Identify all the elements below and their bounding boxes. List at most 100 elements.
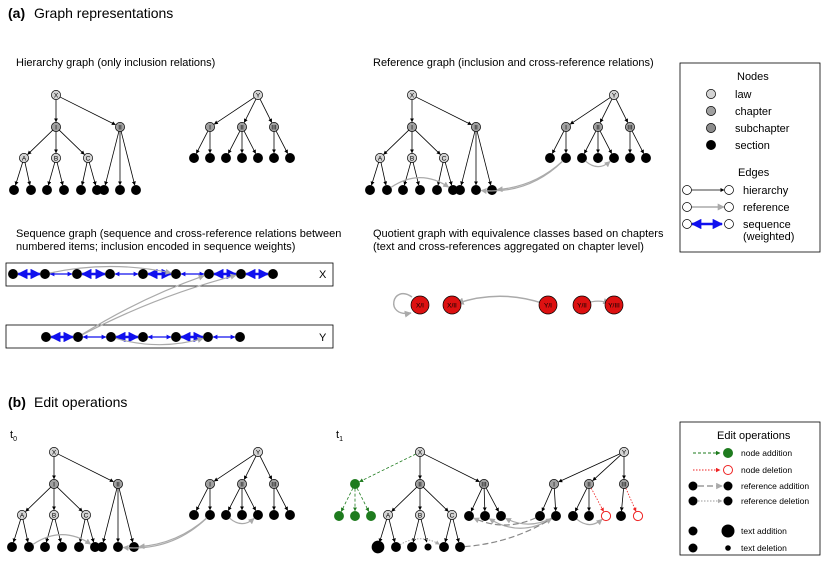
t1-edge-new-chapter-section [340,487,354,512]
seq-y-section-node [171,332,181,342]
hier-x-law-node-label: X [54,92,59,99]
ref-x-section-node-label: 3 [401,187,405,194]
t1-law-node [619,447,629,457]
seq-x-section-node [8,269,18,279]
ref-x-subchapter-node [439,153,449,163]
t0-y-section-node [269,510,279,520]
t1-edge-y-i [558,453,620,483]
hier-y-section-node-label: 5 [256,155,260,162]
legend-edit-label: node addition [741,448,792,458]
t1-label: t1 [336,429,343,443]
t0-y-edge-iii-7 [275,487,289,511]
ref-x-section-node-label: 7 [458,187,462,194]
seq-x-section-node-label: 8 [239,271,243,278]
seq-ref-y3-y6 [115,337,204,346]
hier-x-edge-b-4 [56,162,64,186]
t1-section-node-label: 1 [538,513,542,520]
ref-x-chapter-node [471,122,481,132]
t0-x-chapter-node [49,479,59,489]
ref-x-section-node [398,185,408,195]
t1-section-node-label: 12 [497,513,505,520]
hier-y-chapter-node-label: II [240,124,244,131]
legend-node-swatch [706,140,716,150]
ref-y-chapter-node [593,122,603,132]
hier-x-section-node [59,185,69,195]
t0-label: t0 [10,429,17,443]
t1-added-chapter-node [350,479,360,489]
ref-x-edge-b-3 [403,162,412,186]
t0-x-subchapter-node [17,510,27,520]
t0-y-edge-i-1 [195,487,209,511]
t1-law-node-label: X [418,449,423,456]
ref-x-section-node [365,185,375,195]
t0-ref-x2-x6 [32,534,92,545]
t1-ref-deleted [399,538,440,546]
legend-reference-start-node [688,481,698,491]
t0-y-chapter-node [205,479,215,489]
hier-x-subchapter-node [51,153,61,163]
hier-y-edge-y-i [213,97,255,125]
hier-x-edge-a-1 [14,162,24,186]
ref-x-section-node-label: 6 [451,187,455,194]
t0-y-edge-y-ii [243,455,257,480]
seq-y-section-node-label: 3 [109,334,113,341]
sequence-graph-title-line1: Sequence graph (sequence and cross-refer… [16,228,341,240]
t0-x-edge-c-6 [86,519,95,543]
ref-y-edge-y-i [569,97,611,125]
hier-y-section-node [189,153,199,163]
seq-ref-y2-x8 [81,273,237,336]
hierarchy-graph-title: Hierarchy graph (only inclusion relation… [16,57,215,69]
sequence-box-x [5,262,334,287]
t1-edge-c-9 [452,519,460,543]
t0-x-subchapter-node-label: B [52,512,56,519]
t1-edge-new-chapter-section [356,487,370,512]
t1-section-node-label: 5 [394,544,398,551]
t1-added-section-node [350,511,360,521]
legend-edit-label: text addition [741,526,787,536]
hier-y-edge-ii-3 [227,130,241,154]
t1-section-node [616,511,626,521]
t0-y-section-node-label: 5 [256,512,260,519]
t1-edge-i-1 [541,488,553,512]
legend-nodes-title: Nodes [737,71,769,83]
t0-y-section-node [237,510,247,520]
ref-y-edge-iii-7 [631,130,645,154]
t0-x-section-node-label: 7 [100,544,104,551]
t1-edge-ii-section [470,487,483,512]
t1-section-node-label: 5 [619,513,623,520]
quotient-node [442,295,462,315]
hier-x-law-node [51,90,61,100]
t1-section-node-label: 9 [458,544,462,551]
ref-arc-y2-x9 [496,160,564,193]
ref-y-section-node-label: 7 [644,155,648,162]
t0-x-section-node-label: 2 [27,544,31,551]
t0-x-subchapter-node [81,510,91,520]
seq-y-section-node-label: 6 [206,334,210,341]
t0-x-section-node [74,542,84,552]
hier-x-edge-ii-9 [120,131,136,186]
t0-x-chapter-node-label: I [53,481,55,488]
reference-graph-title: Reference graph (inclusion and cross-ref… [373,57,654,69]
legend-node-deletion-swatch [723,465,733,475]
hier-x-section-node [131,185,141,195]
t1-section-node-label: 3 [571,513,575,520]
t1-section-node [568,511,578,521]
t0-x-law-node-label: X [52,449,57,456]
ref-y-section-node-label: 3 [580,155,584,162]
t1-section-node [371,540,385,554]
t1-section-node-label: 6 [410,544,414,551]
hier-x-section-node-label: 9 [134,187,138,194]
ref-y-section-node-label: 5 [612,155,616,162]
hier-x-section-node-label: 1 [12,187,16,194]
seq-y-section-node-label: 4 [141,334,145,341]
t0-y-section-node [253,510,263,520]
seq-y-section-node [235,332,245,342]
ref-x-subchapter-node [375,153,385,163]
ref-y-section-node-label: 4 [596,155,600,162]
t1-section-node-label: 11 [482,513,489,520]
t1-edge-ii-3 [574,487,588,512]
ref-x-edge-b-4 [412,162,420,186]
hier-y-section-node [285,153,295,163]
